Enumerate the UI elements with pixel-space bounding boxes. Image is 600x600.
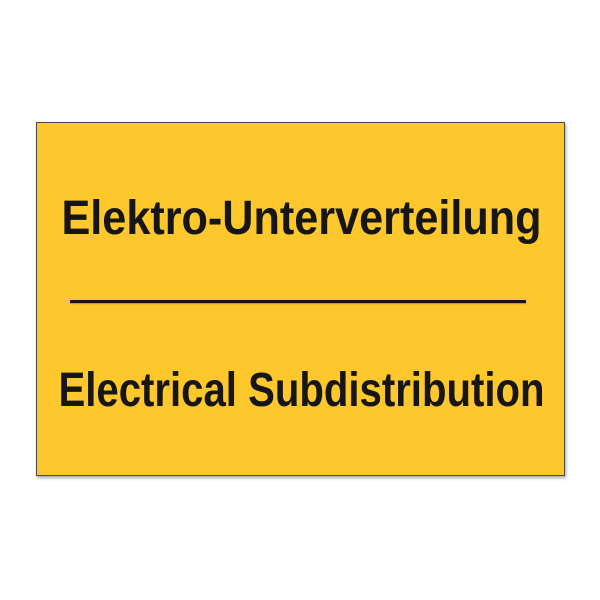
divider-line — [70, 300, 526, 303]
sign-title-english: Electrical Subdistribution — [59, 364, 545, 417]
sign-title-german: Elektro-Unterverteilung — [62, 192, 542, 245]
sign-text-layer: Elektro-Unterverteilung Electrical Subdi… — [59, 192, 545, 417]
sign-panel: Elektro-Unterverteilung Electrical Subdi… — [36, 122, 565, 476]
